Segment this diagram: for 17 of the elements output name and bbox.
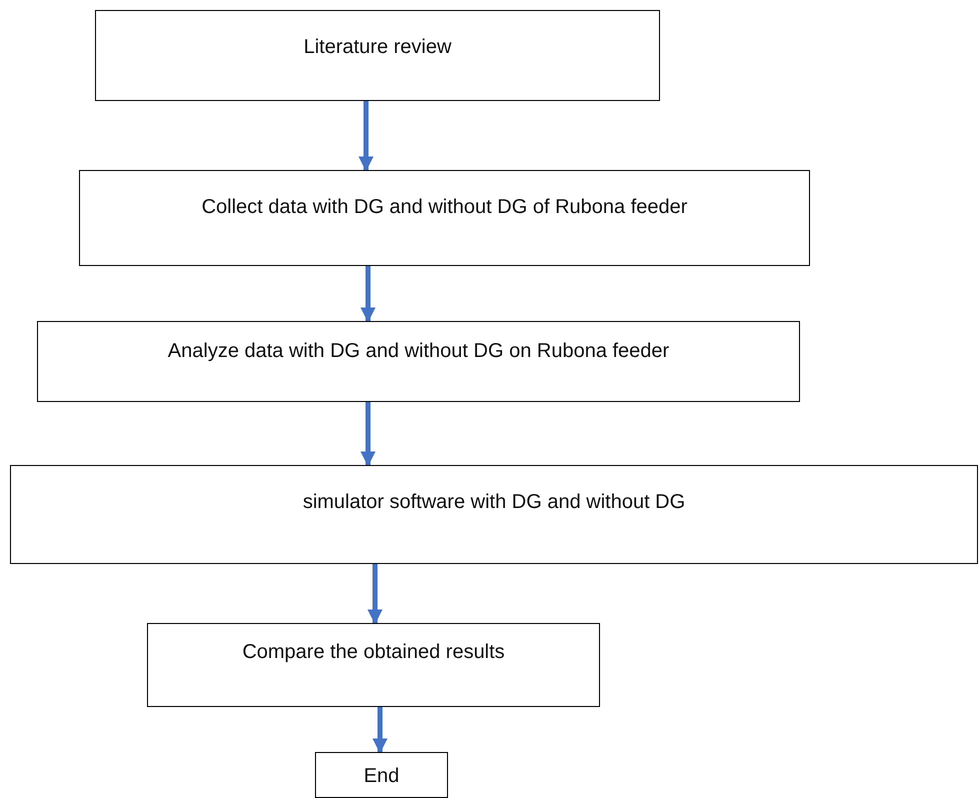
- step-text: Literature review: [304, 36, 452, 60]
- arrow: [360, 402, 376, 466]
- arrow: [358, 101, 374, 172]
- step-text: End: [364, 765, 400, 789]
- arrow: [372, 707, 388, 754]
- process-box: [95, 10, 660, 101]
- arrow: [368, 564, 382, 624]
- process-box: [147, 623, 600, 707]
- step-text: Collect data with DG and without DG of Rubona feeder: [202, 196, 688, 220]
- process-box: [79, 170, 810, 266]
- arrow: [360, 266, 376, 322]
- step-text: simulator software with DG and without DG: [302, 491, 686, 515]
- process-box: [37, 321, 800, 402]
- process-box: [10, 465, 978, 564]
- step-text: Compare the obtained results: [242, 641, 505, 665]
- step-text: Analyze data with DG and without DG on Rubona feeder: [168, 340, 670, 364]
- process-box: [315, 752, 448, 798]
